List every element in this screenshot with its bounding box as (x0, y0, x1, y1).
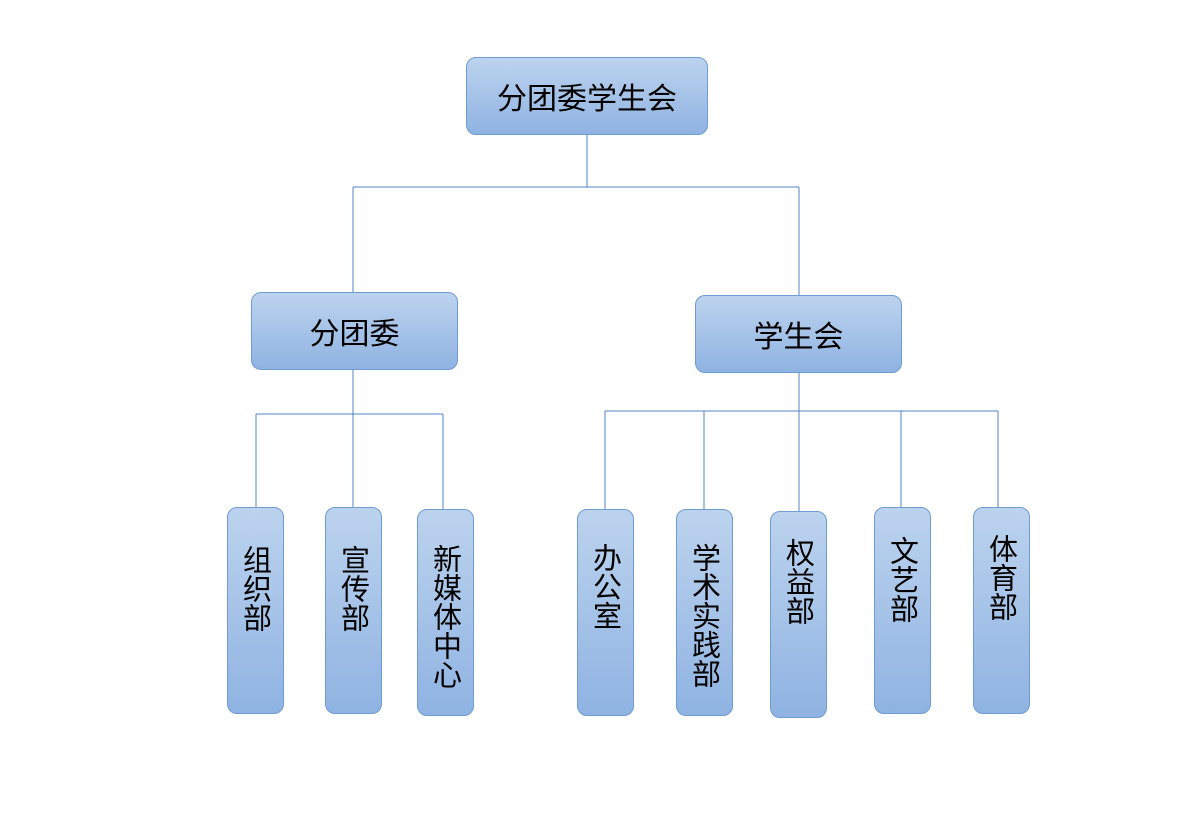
dept-label: 新媒体中心 (428, 544, 463, 689)
dept-node-quanyibu: 权益部 (770, 511, 827, 718)
dept-label: 文艺部 (885, 536, 920, 623)
dept-node-xueshushijian: 学术实践部 (676, 509, 733, 716)
dept-label: 学术实践部 (687, 543, 722, 688)
dept-label: 体育部 (984, 534, 1019, 621)
dept-label: 权益部 (781, 538, 816, 625)
dept-node-wenyibu: 文艺部 (874, 507, 931, 714)
dept-node-zuzhibu: 组织部 (227, 507, 284, 714)
branch-label: 学生会 (753, 320, 844, 355)
branch-label: 分团委 (309, 317, 400, 352)
branch-node-xueshenghui: 学生会 (695, 295, 902, 373)
dept-label: 办公室 (588, 543, 623, 630)
dept-label: 组织部 (238, 545, 273, 632)
branch-node-fentuanwei: 分团委 (251, 292, 458, 370)
root-label: 分团委学生会 (497, 82, 677, 117)
dept-label: 宣传部 (336, 545, 371, 632)
root-node: 分团委学生会 (466, 57, 708, 135)
dept-node-bangongshi: 办公室 (577, 509, 634, 716)
dept-node-xinmeiti: 新媒体中心 (417, 509, 474, 716)
dept-node-xuanchuanbu: 宣传部 (325, 507, 382, 714)
dept-node-tiyubu: 体育部 (973, 507, 1030, 714)
